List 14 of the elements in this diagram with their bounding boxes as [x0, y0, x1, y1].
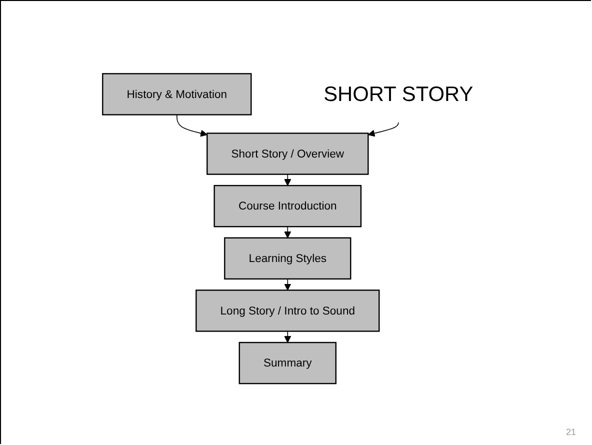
node-box: Learning Styles	[224, 237, 352, 280]
arrow	[284, 330, 292, 343]
node-box: Long Story / Intro to Sound	[196, 290, 380, 332]
node-box: History & Motivation	[102, 73, 252, 116]
arrow	[176, 114, 208, 137]
node-box: Summary	[238, 342, 336, 384]
arrow	[368, 122, 399, 137]
arrow	[284, 174, 292, 186]
page-number: 21	[566, 427, 576, 437]
node-box: Course Introduction	[214, 184, 362, 228]
node-text: SHORT STORY	[324, 82, 474, 106]
arrow	[284, 278, 292, 291]
node-box: Short Story / Overview	[206, 132, 369, 175]
arrow	[284, 226, 292, 238]
